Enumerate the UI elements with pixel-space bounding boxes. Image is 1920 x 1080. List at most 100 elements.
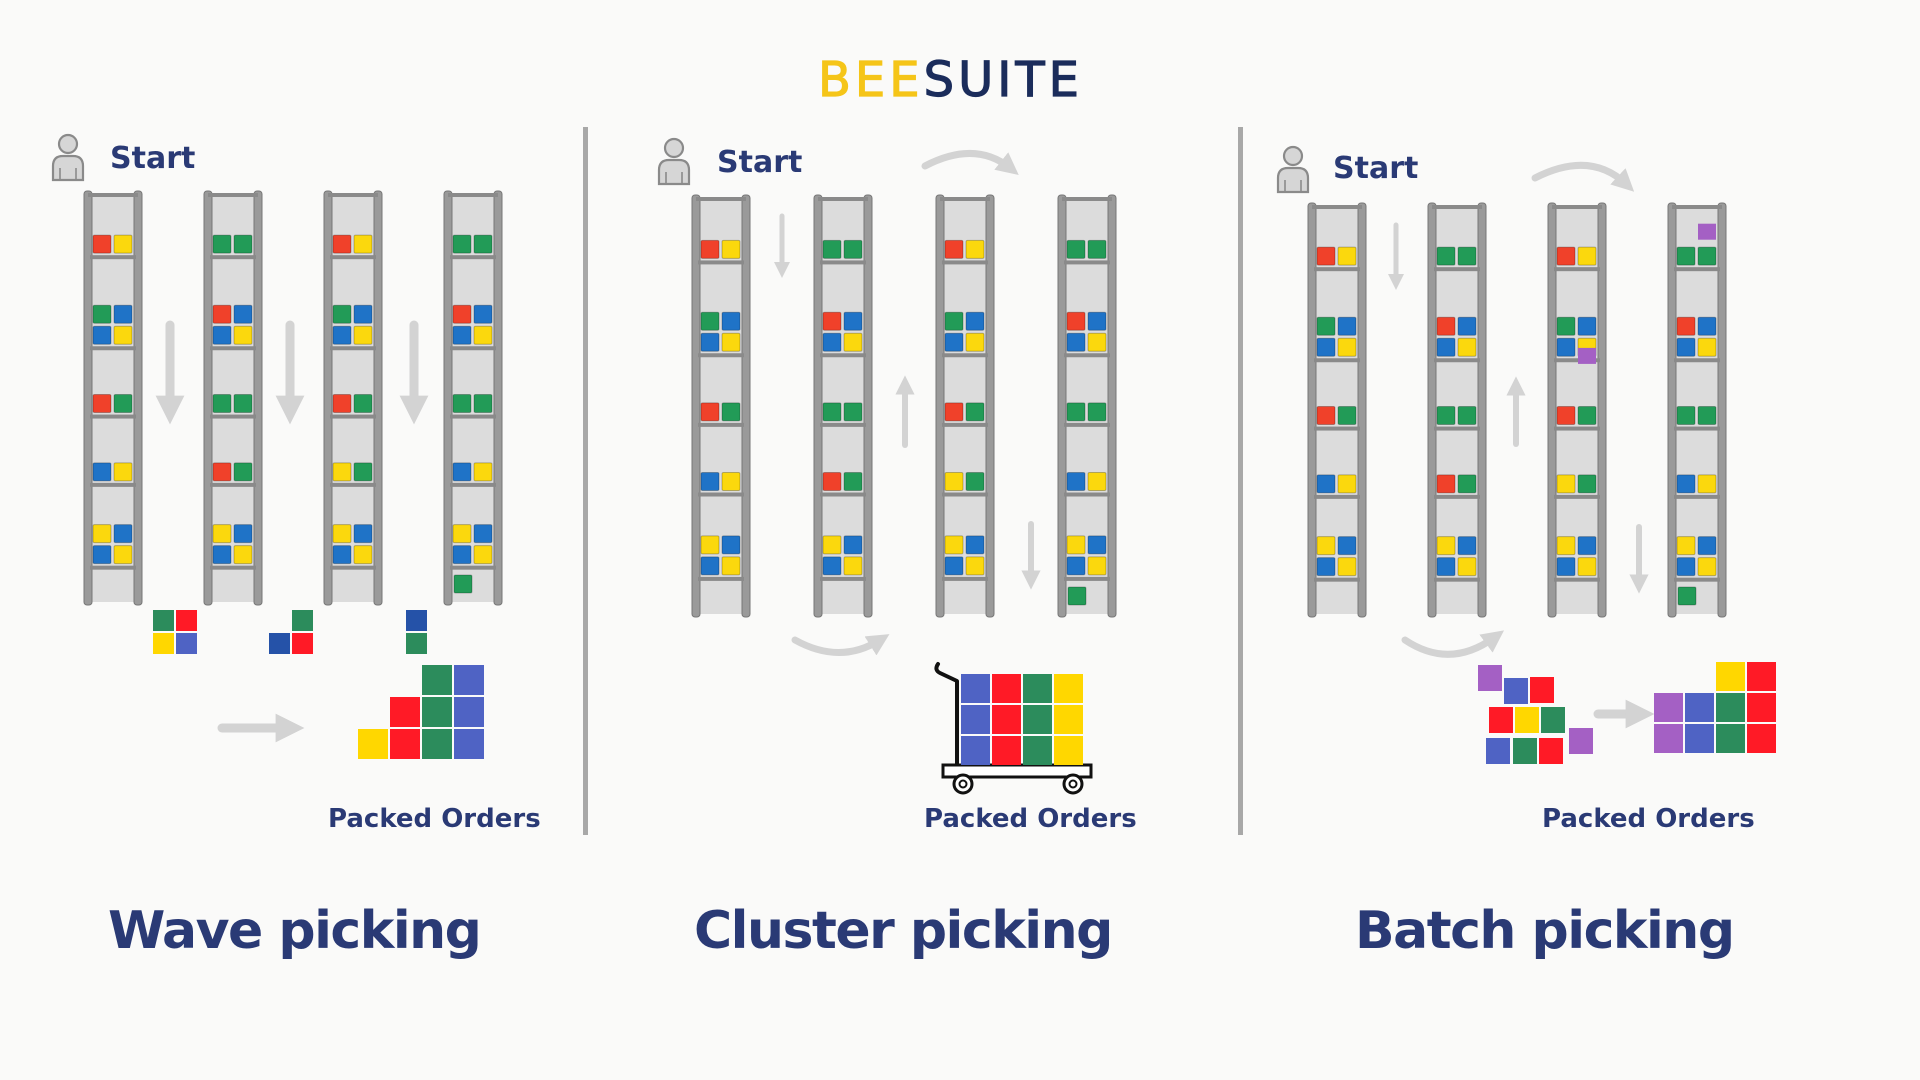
order-box: [1716, 724, 1745, 753]
rack-shelf: [1674, 577, 1720, 582]
rack-item: [944, 535, 964, 555]
order-box: [961, 736, 990, 765]
rack-item: [353, 234, 373, 254]
rack-shelf: [330, 255, 376, 260]
order-box: [1747, 693, 1776, 722]
rack-item: [1066, 332, 1086, 352]
rack-item: [473, 234, 493, 254]
rack-shelf: [450, 414, 496, 419]
rack-item: [843, 556, 863, 576]
rack-item: [233, 304, 253, 324]
rack-shelf: [1064, 576, 1110, 581]
rack-item: [1436, 337, 1456, 357]
order-box: [176, 610, 197, 631]
rack-shelf: [942, 422, 988, 427]
rack-item: [721, 239, 741, 259]
rack-item: [1066, 472, 1086, 492]
order-bundle: [406, 610, 427, 654]
order-box: [1685, 693, 1714, 722]
order-box: [422, 697, 452, 727]
rack-item: [843, 535, 863, 555]
rack-item: [473, 325, 493, 345]
rack-shelf: [330, 482, 376, 487]
cart-icon: [934, 662, 1093, 795]
rack-item: [1676, 316, 1696, 336]
person-body: [1276, 166, 1310, 194]
rack-shelf: [1434, 426, 1480, 431]
rack-item: [233, 394, 253, 414]
rack-item: [1577, 474, 1597, 494]
rack-top-bar: [88, 193, 138, 197]
rack: [203, 190, 263, 606]
rack-item: [353, 304, 373, 324]
rack-item: [453, 574, 473, 594]
packed-orders-label: Packed Orders: [924, 804, 1137, 834]
rack-item: [965, 332, 985, 352]
rack-item: [212, 304, 232, 324]
rack-post: [1477, 202, 1487, 618]
curved-arrow-bottom: [1401, 630, 1505, 658]
rack-item: [1577, 316, 1597, 336]
rack-item: [1457, 246, 1477, 266]
rack-item: [944, 239, 964, 259]
rack-item: [1316, 536, 1336, 556]
person-body: [657, 158, 691, 186]
rack-item: [1556, 406, 1576, 426]
rack-item: [473, 462, 493, 482]
rack-shelf: [942, 353, 988, 358]
rack-item: [1676, 474, 1696, 494]
rack-item: [353, 545, 373, 565]
order-box: [454, 697, 484, 727]
rack-top-bar: [208, 193, 258, 197]
person-icon: [1276, 145, 1310, 194]
rack-shelf: [820, 353, 866, 358]
rack-item: [1316, 246, 1336, 266]
start-label: Start: [110, 141, 195, 176]
rack-post: [1597, 202, 1607, 618]
rack-item-extra: [1578, 347, 1596, 364]
rack-item: [700, 402, 720, 422]
rack-item: [944, 472, 964, 492]
rack-item: [473, 394, 493, 414]
curved-arrow-top: [921, 150, 1019, 175]
rack-shelf: [1314, 426, 1360, 431]
rack-shelf: [90, 346, 136, 351]
order-box: [292, 633, 313, 654]
order-box: [1023, 674, 1052, 703]
rack-item: [1697, 246, 1717, 266]
rack-item: [965, 535, 985, 555]
rack-item: [332, 325, 352, 345]
order-box: [1513, 738, 1537, 764]
rack-shelf: [450, 482, 496, 487]
rack-item: [212, 545, 232, 565]
rack-item: [113, 524, 133, 544]
rack-item: [452, 524, 472, 544]
rack-post: [83, 190, 93, 606]
order-box: [1539, 738, 1563, 764]
order-box: [1685, 724, 1714, 753]
rack-item: [822, 556, 842, 576]
rack-item: [1337, 557, 1357, 577]
rack-item: [1676, 246, 1696, 266]
order-box: [390, 729, 420, 759]
rack-item: [113, 462, 133, 482]
rack-shelf: [1554, 358, 1600, 363]
rack-item: [944, 311, 964, 331]
rack-shelf: [1674, 426, 1720, 431]
rack-item: [473, 524, 493, 544]
rack-item: [353, 524, 373, 544]
rack-item: [1457, 474, 1477, 494]
rack-post: [935, 194, 945, 618]
rack-post: [985, 194, 995, 618]
rack-item: [1316, 406, 1336, 426]
rack-item: [700, 556, 720, 576]
rack-top-bar: [1432, 205, 1482, 209]
rack: [691, 194, 751, 618]
order-box: [1054, 736, 1083, 765]
rack-shelf: [820, 422, 866, 427]
rack-item: [1436, 557, 1456, 577]
rack-item: [233, 325, 253, 345]
rack-shelf: [90, 255, 136, 260]
rack-item: [1457, 316, 1477, 336]
rack-shelf: [330, 414, 376, 419]
